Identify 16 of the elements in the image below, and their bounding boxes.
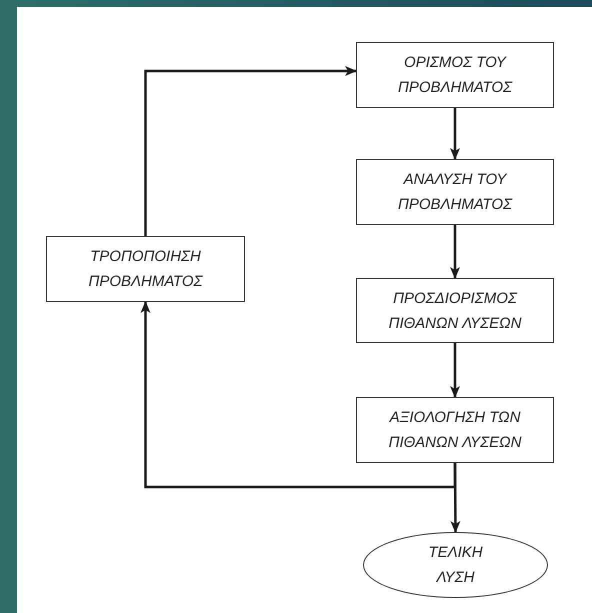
arrow bbox=[450, 343, 460, 398]
process-box bbox=[356, 159, 554, 225]
node-label: ΠΡΟΣΔΙΟΡΙΣΜΟΣ ΠΙΘΑΝΩΝ ΛΥΣΕΩΝ bbox=[388, 288, 522, 334]
arrow bbox=[450, 108, 460, 160]
node-label: ΤΡΟΠΟΠΟΙΗΣΗ ΠΡΟΒΛΗΜΑΤΟΣ bbox=[88, 247, 204, 292]
node-label: ΤΕΛΙΚΗ ΛΥΣΗ bbox=[427, 543, 484, 588]
process-box bbox=[46, 236, 245, 302]
arrow bbox=[144, 66, 357, 236]
node-label: ΑΞΙΟΛΟΓΗΣΗ ΤΩΝ ΠΙΘΑΝΩΝ ΛΥΣΕΩΝ bbox=[388, 408, 522, 453]
arrow bbox=[450, 225, 460, 279]
process-box bbox=[356, 397, 554, 463]
node-label: ΟΡΙΣΜΟΣ ΤΟΥ ΠΡΟΒΛΗΜΑΤΟΣ bbox=[397, 53, 514, 98]
arrow bbox=[140, 301, 456, 488]
process-box bbox=[356, 278, 554, 343]
process-box bbox=[356, 42, 554, 108]
node-label: ΑΝΑΛΥΣΗ ΤΟΥ ΠΡΟΒΛΗΜΑΤΟΣ bbox=[397, 170, 514, 215]
